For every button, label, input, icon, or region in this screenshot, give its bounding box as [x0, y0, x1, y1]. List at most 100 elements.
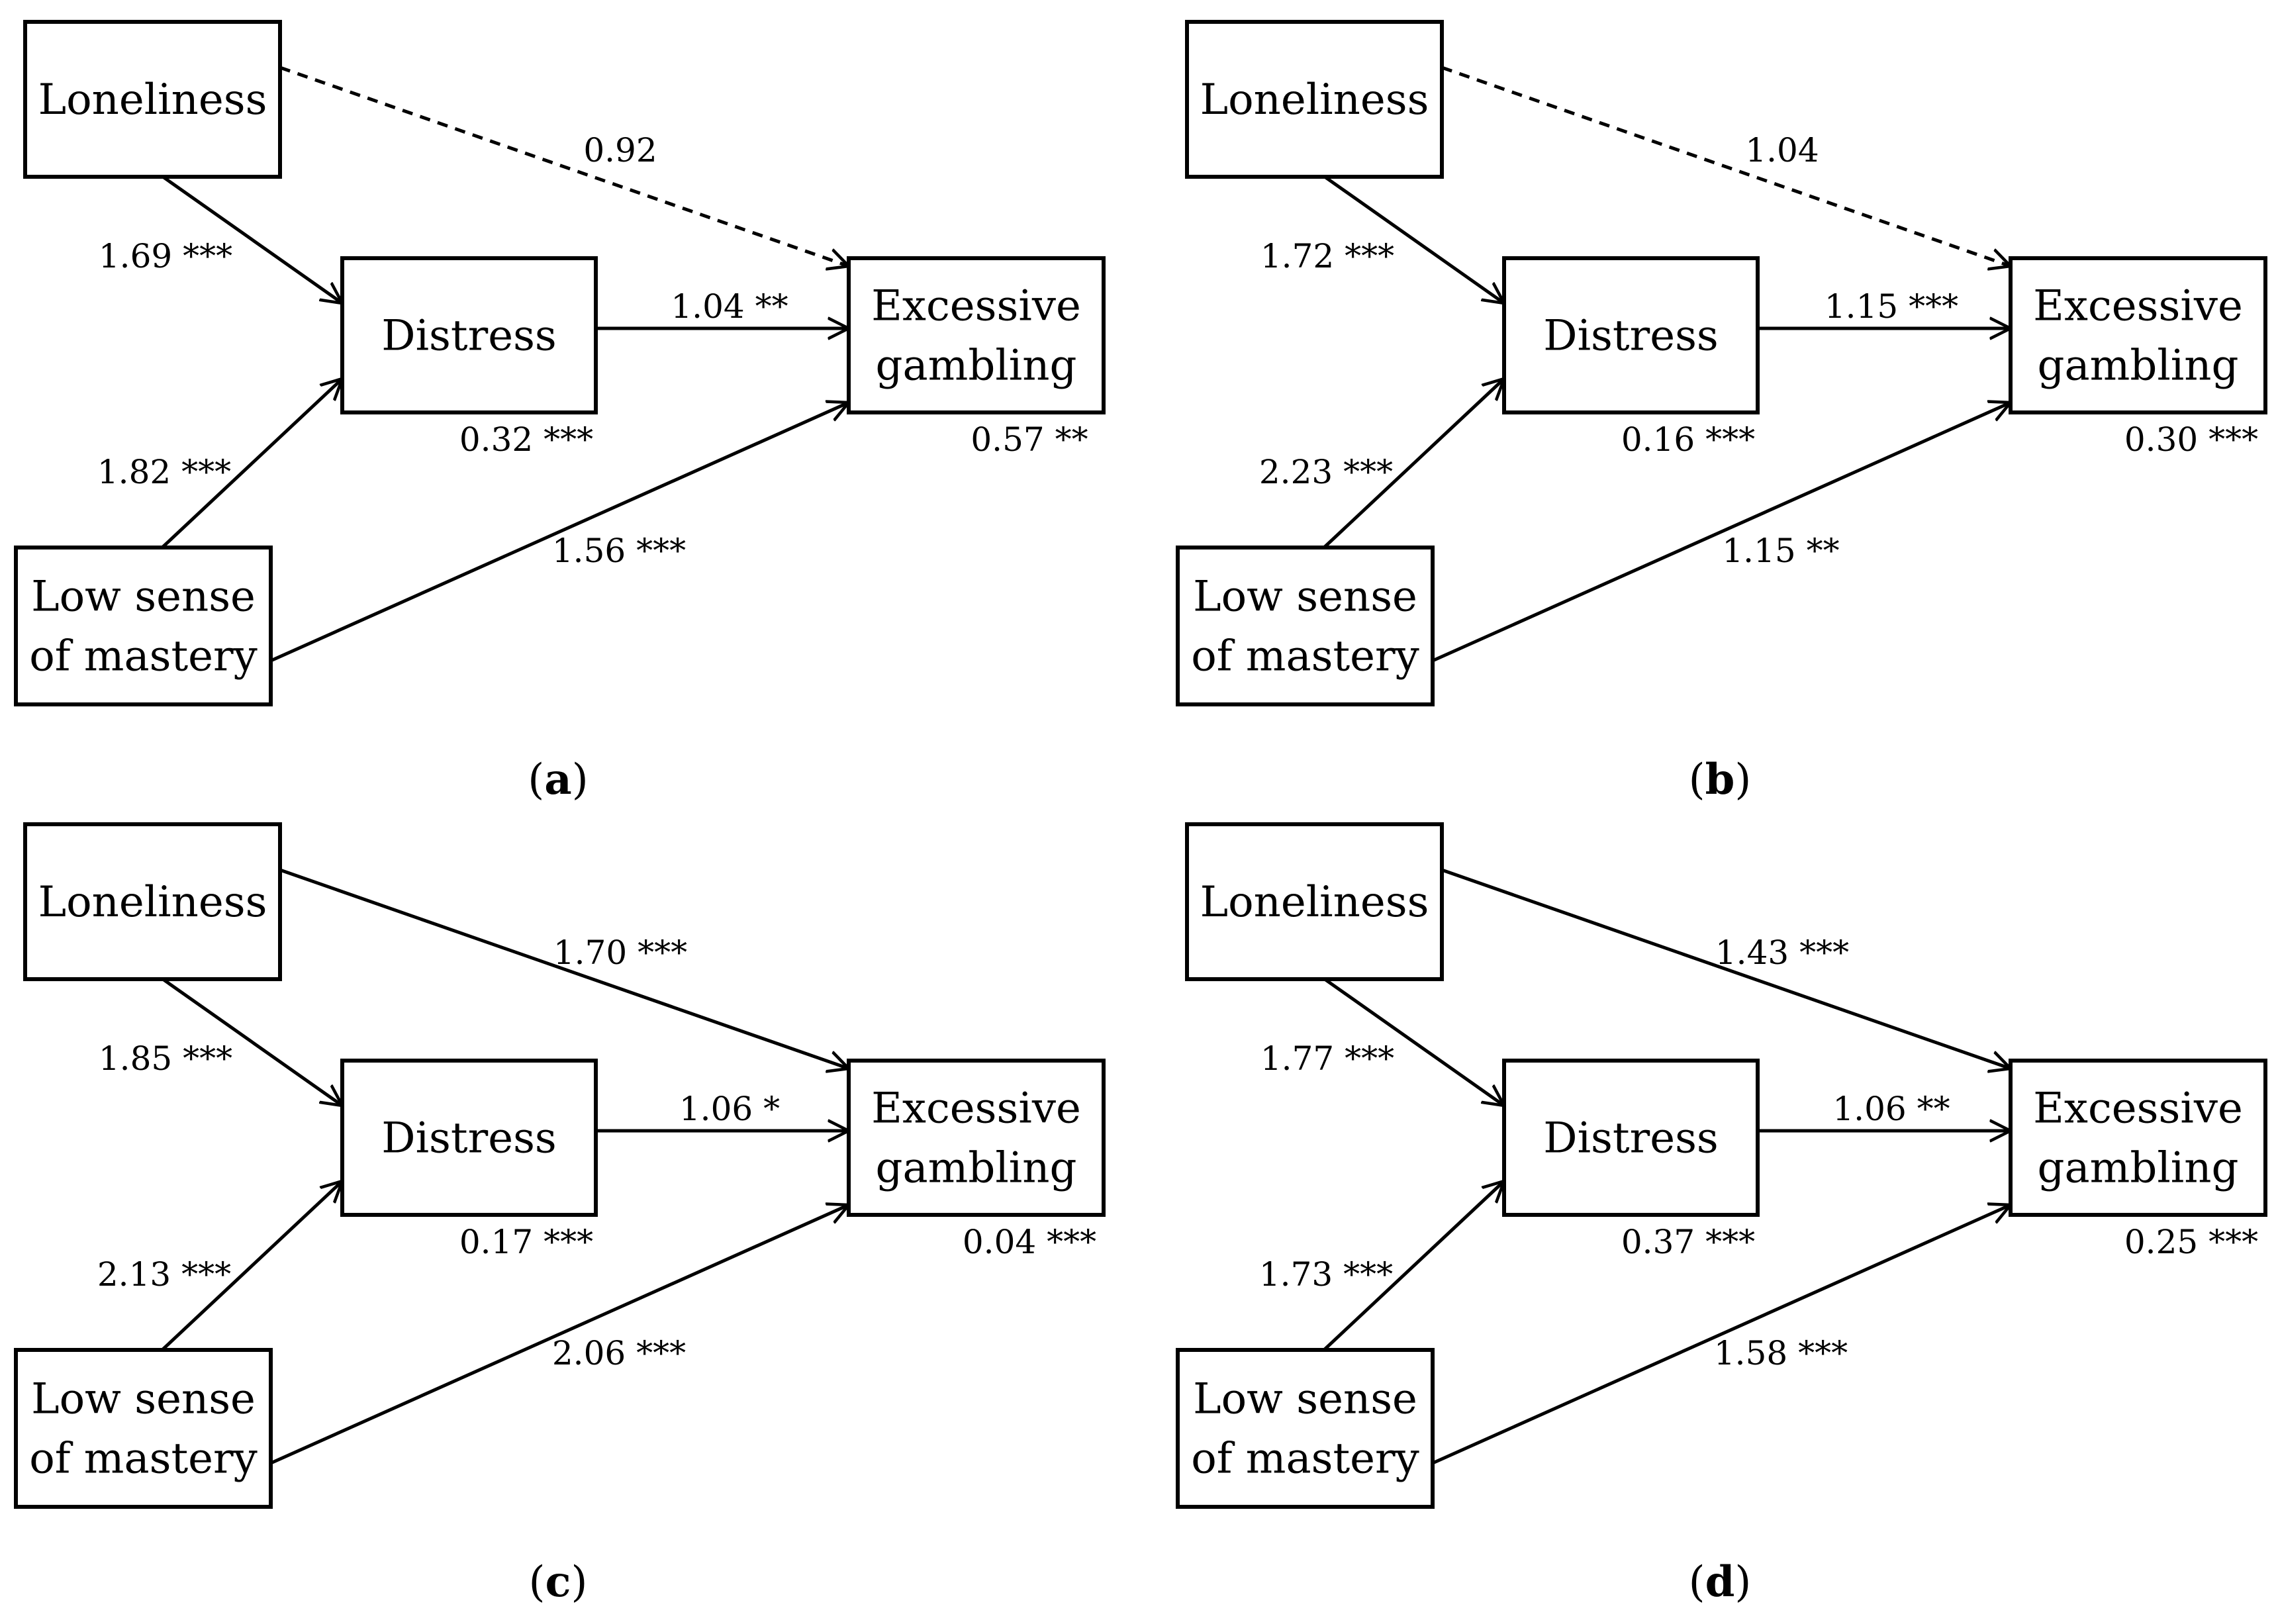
node-loneliness-label-line-1: Loneliness: [38, 878, 267, 927]
edge-lon-dis-arrow: [1323, 977, 1504, 1106]
edge-mas-gam-coefficient: 2.06 ***: [552, 1334, 686, 1372]
node-mastery: Low sense of mastery: [1176, 546, 1435, 706]
node-loneliness: Loneliness: [23, 822, 282, 981]
edge-mas-dis-arrow: [161, 1181, 342, 1351]
node-distress-box: [340, 1059, 598, 1217]
node-loneliness-box: [1185, 20, 1444, 179]
node-gambling-label-line-1: Excessive: [2033, 1084, 2243, 1133]
edge-mas-dis-coefficient: 2.23 ***: [1259, 453, 1393, 491]
node-distress-box: [340, 256, 598, 414]
panel-d: 1.43 ***1.77 ***1.06 **1.73 ***1.58 ***L…: [1176, 822, 2267, 1607]
node-gambling-label-line-1: Excessive: [871, 1084, 1081, 1133]
node-mastery-box: [1176, 1348, 1435, 1509]
residual-gambling: 0.57 **: [971, 420, 1088, 459]
edge-dis-gam-coefficient: 1.15 ***: [1825, 287, 1958, 326]
edge-lon-dis-coefficient: 1.85 ***: [99, 1039, 232, 1078]
node-gambling-label-line-2: gambling: [876, 342, 1077, 391]
edge-dis-gam-coefficient: 1.04 **: [671, 287, 788, 326]
panel-a: 0.921.69 ***1.04 **1.82 ***1.56 ***Lonel…: [14, 20, 1106, 804]
node-distress: Distress: [340, 1059, 598, 1217]
residual-gambling: 0.04 ***: [963, 1223, 1096, 1261]
panel-c: 1.70 ***1.85 ***1.06 *2.13 ***2.06 ***Lo…: [14, 822, 1106, 1607]
node-mastery-label-line-1: Low sense: [1193, 573, 1417, 622]
node-mastery: Low sense of mastery: [14, 546, 273, 706]
panel-label-letter: d: [1705, 1557, 1735, 1607]
node-gambling-label-line-1: Excessive: [2033, 282, 2243, 331]
node-loneliness-box: [23, 20, 282, 179]
node-loneliness-box: [23, 822, 282, 981]
edge-lon-dis-arrow: [1323, 175, 1504, 303]
edge-lon-gam-coefficient: 1.43 ***: [1715, 933, 1849, 972]
node-distress-label-line-1: Distress: [381, 1114, 557, 1163]
node-mastery-label-line-2: of mastery: [29, 632, 258, 681]
edge-mas-dis-coefficient: 2.13 ***: [97, 1255, 231, 1294]
edge-mas-gam-coefficient: 1.15 **: [1722, 532, 1839, 570]
residual-gambling: 0.25 ***: [2124, 1223, 2258, 1261]
residual-distress: 0.17 ***: [459, 1223, 593, 1261]
node-mastery-label-line-1: Low sense: [31, 573, 256, 622]
edge-lon-dis-coefficient: 1.77 ***: [1260, 1039, 1394, 1078]
panel-label-letter: c: [546, 1557, 571, 1607]
edge-lon-dis-arrow: [162, 977, 342, 1106]
residual-distress: 0.32 ***: [459, 420, 593, 459]
node-gambling-label-line-2: gambling: [2038, 1144, 2239, 1193]
edge-mas-dis-coefficient: 1.73 ***: [1259, 1255, 1393, 1294]
node-gambling-box: [847, 1059, 1106, 1217]
residual-gambling: 0.30 ***: [2124, 420, 2258, 459]
node-gambling: Excessive gambling: [2009, 1059, 2267, 1217]
residual-distress: 0.16 ***: [1621, 420, 1755, 459]
node-gambling-box: [2009, 256, 2267, 414]
panel-label: (a): [528, 755, 588, 804]
panel-label: (b): [1689, 755, 1752, 804]
edge-mas-dis-arrow: [161, 379, 342, 549]
edge-mas-dis-arrow: [1323, 379, 1504, 549]
node-gambling-label-line-2: gambling: [876, 1144, 1077, 1193]
node-loneliness-label-line-1: Loneliness: [38, 75, 267, 124]
edge-lon-dis-coefficient: 1.72 ***: [1260, 237, 1394, 275]
node-mastery: Low sense of mastery: [14, 1348, 273, 1509]
node-gambling: Excessive gambling: [847, 1059, 1106, 1217]
node-mastery-label-line-1: Low sense: [1193, 1375, 1417, 1424]
node-distress: Distress: [1502, 1059, 1760, 1217]
edge-lon-gam-coefficient: 0.92: [583, 131, 657, 169]
node-gambling-box: [2009, 1059, 2267, 1217]
node-distress-label-line-1: Distress: [381, 312, 557, 361]
node-distress-label-line-1: Distress: [1543, 312, 1719, 361]
node-loneliness-box: [1185, 822, 1444, 981]
node-mastery-label-line-2: of mastery: [1191, 632, 1419, 681]
edge-lon-gam-arrow: [279, 868, 849, 1069]
edge-lon-gam-coefficient: 1.04: [1745, 131, 1819, 169]
node-mastery-label-line-1: Low sense: [31, 1375, 256, 1424]
node-mastery-box: [14, 546, 273, 706]
node-gambling-label-line-2: gambling: [2038, 342, 2239, 391]
node-loneliness: Loneliness: [23, 20, 282, 179]
node-distress: Distress: [340, 256, 598, 414]
panel-label-letter: a: [544, 755, 571, 804]
node-mastery-label-line-2: of mastery: [29, 1435, 258, 1484]
residual-distress: 0.37 ***: [1621, 1223, 1755, 1261]
node-loneliness: Loneliness: [1185, 20, 1444, 179]
node-mastery-box: [14, 1348, 273, 1509]
panel-b: 1.04 1.72 *** 1.15 *** 2.23 *** 1.15 ** Lonel…: [1176, 20, 2267, 804]
edge-mas-gam-arrow: [269, 403, 849, 663]
node-distress-box: [1502, 1059, 1760, 1217]
edge-mas-dis-arrow: [1323, 1181, 1504, 1351]
node-gambling: Excessive gambling: [2009, 256, 2267, 414]
edge-mas-gam-coefficient: 1.56 ***: [552, 532, 686, 570]
node-loneliness-label-line-1: Loneliness: [1200, 878, 1429, 927]
panel-label-letter: b: [1705, 755, 1735, 804]
panel-label: (c): [529, 1557, 588, 1607]
edge-mas-gam-arrow: [269, 1205, 849, 1465]
panel-label: (d): [1689, 1557, 1752, 1607]
edge-mas-gam-arrow: [1431, 1205, 2011, 1465]
edge-mas-gam-coefficient: 1.58 ***: [1714, 1334, 1848, 1372]
node-distress-label-line-1: Distress: [1543, 1114, 1719, 1163]
edge-dis-gam-coefficient: 1.06 *: [679, 1090, 780, 1128]
node-mastery-label-line-2: of mastery: [1191, 1435, 1419, 1484]
node-mastery: Low sense of mastery: [1176, 1348, 1435, 1509]
node-loneliness-label-line-1: Loneliness: [1200, 75, 1429, 124]
node-loneliness: Loneliness: [1185, 822, 1444, 981]
